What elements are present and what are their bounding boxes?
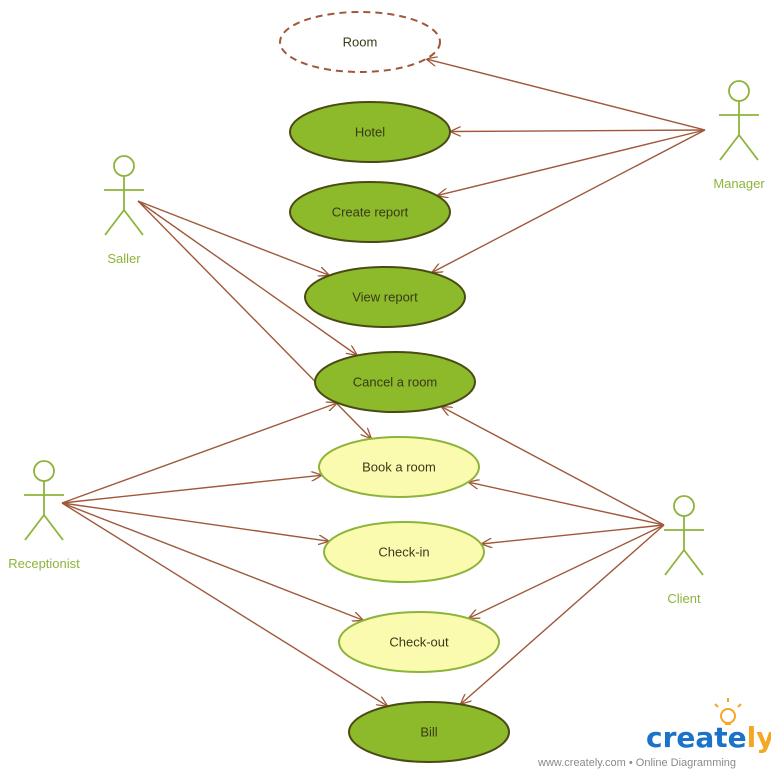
association-saller-view_report — [137, 200, 330, 275]
use-case-check-out[interactable]: Check-out — [338, 611, 500, 673]
association-saller-cancel_room — [137, 200, 357, 356]
use-case-label: Check-in — [378, 545, 429, 560]
use-case-label: Room — [343, 35, 378, 50]
stick-figure-icon — [664, 495, 704, 576]
actor-manager[interactable]: Manager — [713, 80, 765, 191]
lightbulb-icon — [714, 698, 742, 725]
association-client-check_in — [481, 524, 665, 544]
association-client-check_out — [468, 524, 665, 618]
use-case-hotel[interactable]: Hotel — [289, 101, 451, 163]
association-client-cancel_room — [441, 407, 665, 526]
associations-layer — [61, 59, 706, 706]
use-case-shape — [304, 266, 466, 328]
use-case-view-report[interactable]: View report — [304, 266, 466, 328]
actor-label: Manager — [713, 176, 765, 191]
association-receptionist-check_out — [61, 502, 364, 620]
use-case-room[interactable]: Room — [279, 11, 441, 73]
use-case-book-room[interactable]: Book a room — [318, 436, 480, 498]
use-case-shape — [318, 436, 480, 498]
use-case-label: Check-out — [389, 635, 449, 650]
association-receptionist-book_room — [61, 475, 322, 504]
stick-figure-icon — [24, 460, 64, 541]
use-case-shape — [279, 11, 441, 73]
use-case-check-in[interactable]: Check-in — [323, 521, 485, 583]
association-receptionist-check_in — [61, 502, 329, 541]
use-case-label: Cancel a room — [353, 375, 438, 390]
stick-figure-icon — [719, 80, 759, 161]
association-manager-room — [426, 59, 706, 131]
logo-main-text: create — [646, 721, 747, 754]
use-case-shape — [323, 521, 485, 583]
association-manager-view_report — [432, 129, 706, 273]
use-case-shape — [348, 701, 510, 763]
use-case-label: Create report — [332, 205, 409, 220]
actor-label: Client — [667, 591, 701, 606]
actor-label: Saller — [107, 251, 141, 266]
association-manager-create_report — [437, 129, 706, 196]
use-case-label: View report — [352, 290, 418, 305]
footer-text: www.creately.com • Online Diagramming — [537, 757, 736, 769]
association-receptionist-bill — [61, 502, 388, 706]
actor-saller[interactable]: Saller — [104, 155, 144, 266]
actor-receptionist[interactable]: Receptionist — [8, 460, 80, 571]
association-client-book_room — [468, 482, 665, 526]
use-case-label: Hotel — [355, 125, 385, 140]
svg-text:creately: creately — [646, 721, 771, 754]
use-case-shape — [338, 611, 500, 673]
use-case-shape — [314, 351, 476, 413]
actor-client[interactable]: Client — [664, 495, 704, 606]
use-case-create-report[interactable]: Create report — [289, 181, 451, 243]
stick-figure-icon — [104, 155, 144, 236]
creately-logo: creately www.creately.com • Online Diagr… — [537, 698, 771, 769]
actor-label: Receptionist — [8, 556, 80, 571]
use-case-label: Book a room — [362, 460, 436, 475]
logo-accent-text: ly — [747, 721, 771, 754]
use-case-bill[interactable]: Bill — [348, 701, 510, 763]
use-case-label: Bill — [420, 725, 437, 740]
association-manager-hotel — [450, 130, 706, 132]
association-client-bill — [460, 524, 665, 704]
use-case-shape — [289, 181, 451, 243]
association-receptionist-cancel_room — [61, 403, 338, 504]
use-case-cancel-room[interactable]: Cancel a room — [314, 351, 476, 413]
use-case-shape — [289, 101, 451, 163]
